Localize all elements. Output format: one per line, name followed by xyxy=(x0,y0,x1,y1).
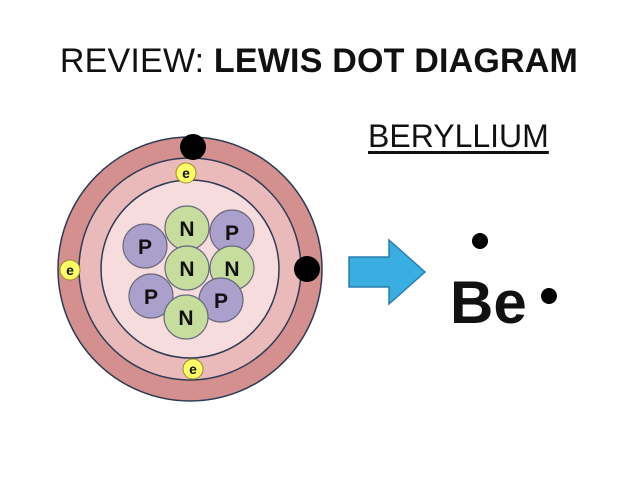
neutron-particle: N xyxy=(164,245,210,291)
title-emphasis: LEWIS DOT DIAGRAM xyxy=(213,42,579,80)
right-arrow xyxy=(348,238,427,306)
electron-label: e xyxy=(189,361,197,377)
lewis-dot-top xyxy=(472,233,488,249)
neutron-particle: N xyxy=(163,294,209,340)
lewis-dot-right xyxy=(541,288,557,304)
neutron-label: N xyxy=(179,218,194,241)
proton-label: P xyxy=(144,286,158,309)
electron-label: e xyxy=(66,262,74,278)
proton-label: P xyxy=(138,236,152,259)
electron: e xyxy=(59,259,81,281)
inner-shell-electrons: ee xyxy=(175,162,204,380)
slide-title: REVIEW: LEWIS DOT DIAGRAM xyxy=(0,42,638,81)
proton-particle: P xyxy=(128,273,174,319)
valence-dot-top xyxy=(180,134,206,160)
proton-particle: P xyxy=(209,209,255,255)
valence-dot-right xyxy=(294,256,320,282)
neutron-label: N xyxy=(224,258,239,281)
element-name-label: BERYLLIUM xyxy=(368,118,549,154)
electron: e xyxy=(182,358,204,380)
electron-label: e xyxy=(182,165,190,181)
neutron-label: N xyxy=(179,258,194,281)
neutron-particle: N xyxy=(164,205,210,251)
proton-label: P xyxy=(225,222,239,245)
electron: e xyxy=(175,162,197,184)
neutron-label: N xyxy=(178,307,193,330)
lewis-element-symbol: Be xyxy=(450,269,527,336)
outer-shell-electrons: e xyxy=(59,259,81,281)
proton-label: P xyxy=(214,290,228,313)
title-prefix: REVIEW: xyxy=(59,42,214,80)
proton-particle: P xyxy=(122,223,168,269)
